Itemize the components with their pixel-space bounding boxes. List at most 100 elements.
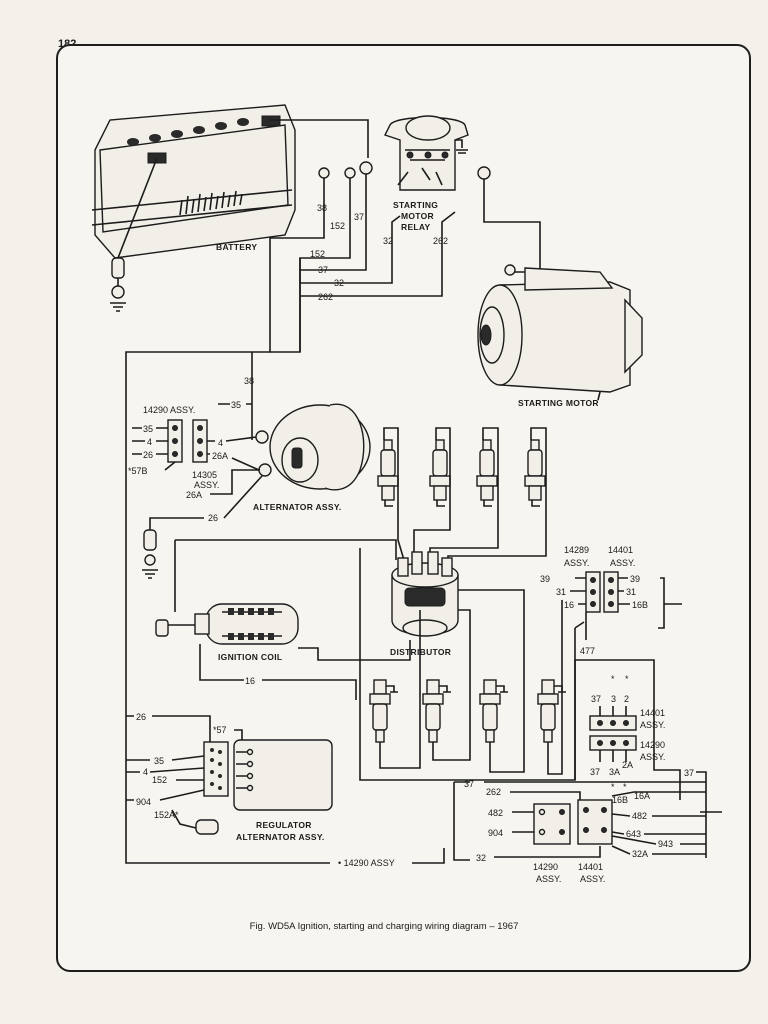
assy-14290-low-word: ASSY. bbox=[536, 874, 561, 884]
wire-477-label: 477 bbox=[580, 646, 595, 656]
distributor bbox=[391, 551, 459, 637]
star-2: * bbox=[625, 674, 629, 684]
right-wire-2: 2 bbox=[624, 694, 629, 704]
assy-14290-bottom: • 14290 ASSY bbox=[338, 858, 395, 868]
plug-lead-2 bbox=[413, 427, 451, 560]
right-wire-37-far: 37 bbox=[684, 768, 694, 778]
assy-14401-low: 14401 bbox=[578, 862, 603, 872]
left-wire-4: 4 bbox=[147, 437, 152, 447]
assy-14290-label: 14290 ASSY. bbox=[143, 405, 195, 415]
low-connector-wires bbox=[611, 791, 706, 855]
harness-trunk bbox=[270, 258, 301, 353]
wire-32-harness bbox=[300, 215, 401, 284]
regulator-connector bbox=[203, 741, 229, 797]
harness-152-label: 152 bbox=[310, 249, 325, 259]
coil-to-distributor-primary bbox=[298, 640, 411, 661]
starting-motor-label: STARTING MOTOR bbox=[518, 398, 599, 408]
low-wire-32a: 32A bbox=[632, 849, 648, 859]
left-connector-wires bbox=[132, 427, 176, 471]
wire-37-label: 37 bbox=[354, 212, 364, 222]
right-connector-pins bbox=[599, 706, 627, 762]
figure-caption: Fig. WD5A Ignition, starting and chargin… bbox=[249, 921, 519, 932]
battery bbox=[91, 104, 296, 259]
assy-14290-right: 14290 bbox=[640, 740, 665, 750]
connector-14401-low bbox=[577, 799, 613, 845]
wire-16b-right: 16B bbox=[632, 600, 648, 610]
left-wire-26: 26 bbox=[143, 450, 153, 460]
low-wire-482: 482 bbox=[632, 811, 647, 821]
alt-wire-38-label: 38 bbox=[244, 376, 254, 386]
alt-ground-lug bbox=[144, 554, 156, 566]
wire-262-harness bbox=[300, 211, 456, 297]
reg-wire-26-line bbox=[126, 715, 211, 742]
reg-wire-152a-line bbox=[171, 809, 197, 829]
regulator-label-1: REGULATOR bbox=[256, 820, 312, 830]
coil-lead-boot bbox=[155, 619, 169, 637]
terminal-38 bbox=[318, 167, 330, 179]
wire-38-label: 38 bbox=[317, 203, 327, 213]
wire-26-label: 26 bbox=[208, 513, 218, 523]
reg-wire-35: 35 bbox=[154, 756, 164, 766]
bottom-bus bbox=[412, 781, 470, 864]
starter-cable-lug bbox=[504, 264, 516, 276]
wire-26a bbox=[210, 469, 260, 495]
starting-motor-relay bbox=[384, 115, 469, 191]
bus-wire-904: 904 bbox=[488, 828, 503, 838]
relay-label-3: RELAY bbox=[401, 222, 431, 232]
spark-plugs-top bbox=[377, 439, 546, 507]
reg-wire-904: 904 bbox=[136, 797, 151, 807]
starter-cable bbox=[483, 179, 541, 273]
assy-14401-label: 14401 bbox=[608, 545, 633, 555]
reg-wire-57: *57 bbox=[213, 725, 227, 735]
wire-39-right: 39 bbox=[630, 574, 640, 584]
bus-wire-lines bbox=[484, 781, 706, 858]
alternator-label: ALTERNATOR ASSY. bbox=[253, 502, 342, 512]
bottom-plug-leads-a bbox=[379, 609, 471, 769]
wire-152-label: 152 bbox=[330, 221, 345, 231]
harness-262-label: 262 bbox=[318, 292, 333, 302]
ignition-coil-label: IGNITION COIL bbox=[218, 652, 282, 662]
alternator bbox=[255, 403, 371, 491]
low-wire-16b: 16B bbox=[612, 795, 628, 805]
right-wire-37b: 37 bbox=[590, 767, 600, 777]
alt-wire-35-label: 35 bbox=[231, 400, 241, 410]
terminal-37 bbox=[359, 161, 373, 175]
regulator-box bbox=[233, 739, 333, 811]
assy-14401-low-word: ASSY. bbox=[580, 874, 605, 884]
terminal-starter bbox=[477, 166, 491, 180]
connector-14289-wires bbox=[570, 577, 682, 629]
reg-wire-57-line bbox=[234, 729, 243, 742]
low-wire-16a: 16A bbox=[634, 791, 650, 801]
wire-16-label: 16 bbox=[245, 676, 255, 686]
regulator-pins bbox=[236, 751, 248, 789]
reg-wire-26: 26 bbox=[136, 712, 146, 722]
reg-wire-152: 152 bbox=[152, 775, 167, 785]
ignition-coil bbox=[194, 603, 299, 645]
battery-label: BATTERY bbox=[216, 242, 257, 252]
assy-14305-label: 14305 bbox=[192, 470, 217, 480]
assy-14401-word: ASSY. bbox=[610, 558, 635, 568]
assy-14401-right: 14401 bbox=[640, 708, 665, 718]
battery-ground-terminal bbox=[111, 257, 125, 279]
alt-harness-wires bbox=[207, 436, 260, 471]
star-3: * bbox=[611, 782, 615, 792]
wire-16 bbox=[199, 644, 357, 700]
ground-icon bbox=[110, 302, 126, 312]
terminal-152 bbox=[344, 167, 356, 179]
wire-26a-label: 26A bbox=[186, 490, 202, 500]
wire-39-left: 39 bbox=[540, 574, 550, 584]
left-wire-57b: *57B bbox=[128, 466, 148, 476]
harness-32-label: 32 bbox=[334, 278, 344, 288]
reg-152a-connector bbox=[195, 819, 219, 835]
relay-label-1: STARTING bbox=[393, 200, 438, 210]
wire-26 bbox=[149, 475, 263, 532]
battery-positive-cable bbox=[270, 119, 369, 158]
regulator-label-2: ALTERNATOR ASSY. bbox=[236, 832, 325, 842]
wire-262-label: 262 bbox=[433, 236, 448, 246]
alt-ground-terminal bbox=[143, 529, 157, 551]
assy-14290-right-word: ASSY. bbox=[640, 752, 665, 762]
right-wire-2a: 2A bbox=[622, 760, 633, 770]
right-wire-37: 37 bbox=[591, 694, 601, 704]
wire-31-right: 31 bbox=[626, 587, 636, 597]
